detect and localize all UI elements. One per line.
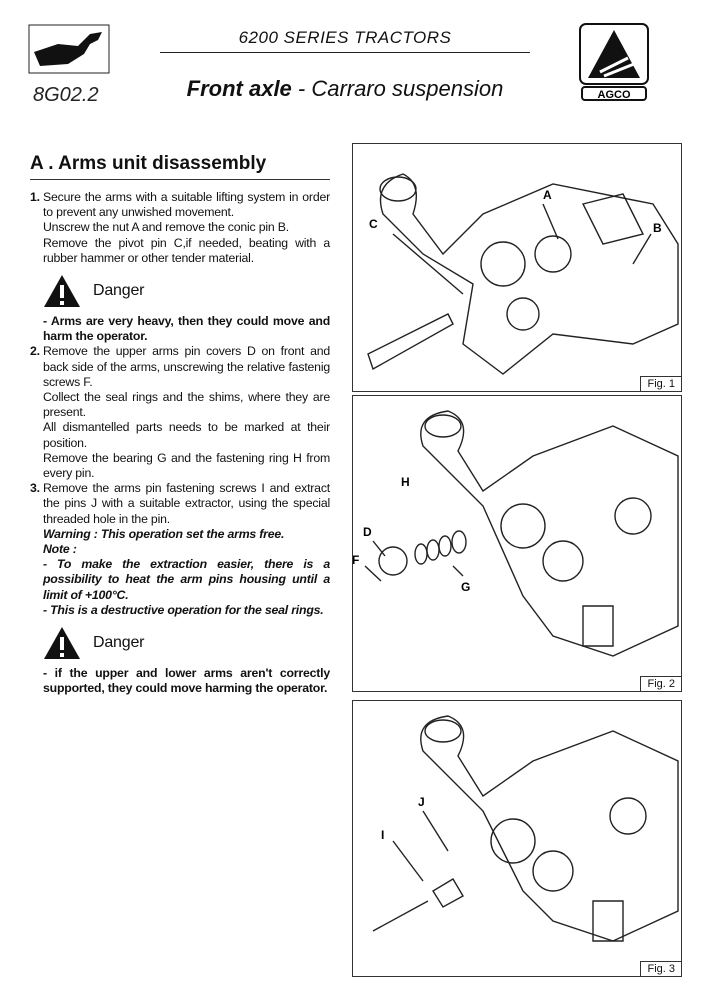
step-text: Remove the bearing G and the fastening r… [43, 450, 330, 481]
step-text: Secure the arms with a suitable lifting … [43, 190, 330, 220]
title-bold: Front axle [186, 76, 292, 101]
callout-D: D [363, 525, 372, 539]
danger-callout: Danger [43, 274, 330, 308]
step-text: Remove the pivot pin C,if needed, beatin… [43, 235, 330, 265]
danger-text: - if the upper and lower arms aren't cor… [43, 666, 330, 696]
step-number: 2. [30, 344, 40, 359]
step-text: Collect the seal rings and the shims, wh… [43, 390, 330, 420]
figure-caption: Fig. 3 [640, 961, 681, 976]
callout-B: B [653, 221, 662, 235]
figure-caption: Fig. 1 [640, 376, 681, 391]
danger-label: Danger [93, 634, 145, 652]
callout-J: J [418, 795, 425, 809]
figure-caption: Fig. 2 [640, 676, 681, 691]
danger-callout: Danger [43, 626, 330, 660]
axle-illustration: J I [372, 715, 679, 942]
step-number: 3. [30, 481, 40, 496]
agco-logo: AGCO [579, 23, 649, 101]
figure-1: A B C Fig. 1 [352, 143, 682, 392]
axle-illustration: D F H G [352, 410, 679, 657]
callout-I: I [381, 828, 384, 842]
callout-G: G [461, 580, 470, 594]
workshop-hand-tool-icon [28, 24, 110, 74]
series-title: 6200 SERIES TRACTORS [160, 28, 530, 53]
title-rest: - Carraro suspension [291, 76, 504, 101]
page-code: 8G02.2 [33, 84, 99, 106]
note-text: - To make the extraction easier, there i… [43, 557, 330, 602]
svg-text:AGCO: AGCO [598, 89, 631, 101]
step-text: Remove the upper arms pin covers D on fr… [43, 344, 330, 389]
step-3: 3. Remove the arms pin fastening screws … [30, 481, 330, 618]
step-2: 2. Remove the upper arms pin covers D on… [30, 344, 330, 481]
callout-C: C [369, 217, 378, 231]
danger-label: Danger [93, 282, 145, 300]
figure-2: D F H G Fig. 2 [352, 395, 682, 692]
step-text: Remove the arms pin fastening screws I a… [43, 481, 330, 526]
step-text: Unscrew the nut A and remove the conic p… [43, 220, 289, 235]
step-number: 1. [30, 190, 40, 204]
page-title: Front axle - Carraro suspension [160, 76, 530, 102]
callout-F: F [353, 553, 359, 567]
step-text: All dismantelled parts needs to be marke… [43, 420, 330, 450]
step-1: 1. Secure the arms with a suitable lifti… [30, 190, 330, 266]
note-label: Note : [43, 542, 77, 557]
warning-text: Warning : This operation set the arms fr… [43, 526, 285, 541]
warning-triangle-icon [44, 275, 80, 308]
callout-H: H [401, 475, 410, 489]
note-text: - This is a destructive operation for th… [43, 602, 324, 617]
instructions: 1. Secure the arms with a suitable lifti… [30, 190, 330, 696]
figure-3: J I Fig. 3 [352, 700, 682, 977]
section-heading: A . Arms unit disassembly [30, 153, 330, 180]
danger-text: - Arms are very heavy, then they could m… [43, 314, 330, 344]
axle-illustration: A B C [367, 173, 679, 375]
warning-triangle-icon [44, 627, 80, 660]
callout-A: A [543, 188, 552, 202]
